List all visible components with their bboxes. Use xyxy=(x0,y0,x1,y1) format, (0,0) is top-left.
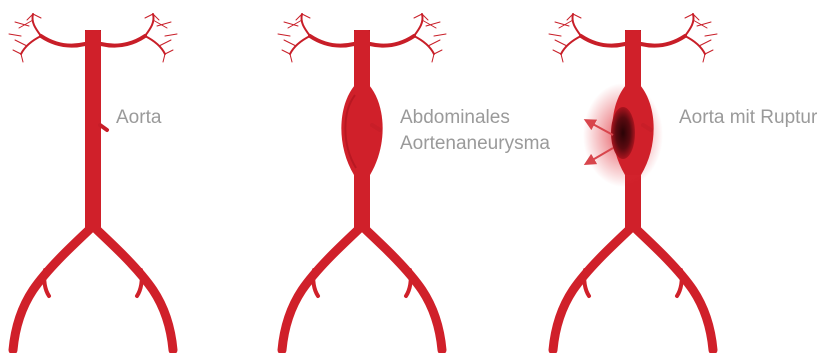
label-line: Aorta mit Ruptur xyxy=(679,105,817,131)
label-aorta: Aorta xyxy=(116,105,161,131)
panel-aneurysm xyxy=(278,14,446,350)
label-aorta-rupture: Aorta mit Ruptur xyxy=(679,105,817,131)
panel-rupture xyxy=(549,14,717,350)
aorta-trunk xyxy=(85,30,101,232)
rupture-core xyxy=(611,107,635,159)
label-line: Aorta xyxy=(116,105,161,131)
label-abdominal-aortic-aneurysm: Abdominales Aortenaneurysma xyxy=(400,105,550,157)
renal-branch xyxy=(100,125,107,130)
panel-normal-aorta xyxy=(9,14,177,350)
label-line: Abdominales xyxy=(400,105,550,131)
label-line: Aortenaneurysma xyxy=(400,131,550,157)
